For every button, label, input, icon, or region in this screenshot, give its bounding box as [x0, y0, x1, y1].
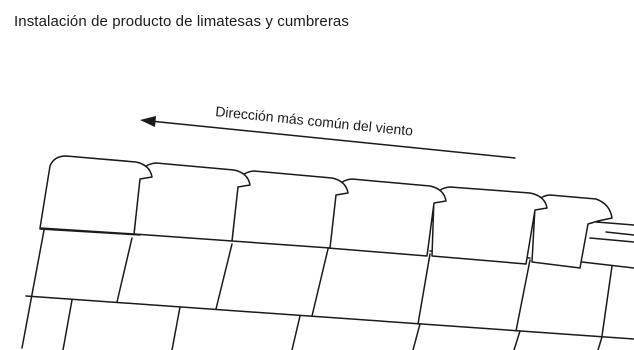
ridge-caps — [39, 155, 613, 269]
page-title: Instalación de producto de limatesas y c… — [14, 13, 349, 30]
ridge-cap-5 — [431, 186, 548, 265]
roof-tile-courses — [21, 165, 634, 350]
ridge-cap-1 — [39, 155, 153, 235]
ridge-line — [589, 221, 634, 243]
wind-direction-arrow — [140, 116, 516, 159]
wind-direction-label: Dirección más común del viento — [215, 103, 414, 139]
